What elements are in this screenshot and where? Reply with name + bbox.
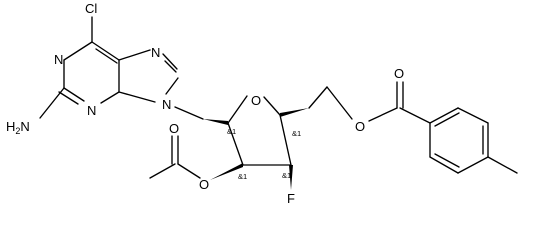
stereo-wedges bbox=[203, 108, 309, 190]
atom-o-acetate-link: O bbox=[199, 177, 209, 192]
atom-n1: N bbox=[54, 52, 63, 67]
atom-labels: Cl N N N N H2N O O O O O F bbox=[6, 1, 404, 206]
imidazole-ring bbox=[118, 49, 179, 103]
wedge-bond-c1 bbox=[203, 119, 228, 125]
wedge-bond-c2 bbox=[210, 163, 243, 180]
pyrimidine-ring bbox=[58, 41, 120, 105]
atom-cl: Cl bbox=[85, 1, 97, 16]
atom-f: F bbox=[287, 191, 295, 206]
stereo-label-c3: &1 bbox=[282, 171, 291, 180]
toluate-ester-chain bbox=[308, 81, 431, 124]
purine-substituents bbox=[39, 16, 93, 119]
atom-o-ring: O bbox=[251, 93, 261, 108]
atom-nh2: H2N bbox=[6, 119, 30, 136]
atom-n3: N bbox=[87, 103, 96, 118]
stereo-label-c2: &1 bbox=[238, 172, 247, 181]
stereo-label-c1: &1 bbox=[227, 127, 236, 136]
wedge-bond-c3 bbox=[289, 165, 293, 190]
atom-o-carbonyl-right: O bbox=[394, 66, 404, 81]
atom-o-ester-link: O bbox=[355, 119, 365, 134]
stereo-labels: &1 &1 &1 &1 bbox=[227, 127, 301, 181]
acetate-group bbox=[149, 135, 201, 179]
stereo-label-c4: &1 bbox=[292, 129, 301, 138]
atom-o-carbonyl-left: O bbox=[169, 121, 179, 136]
benzene-ring bbox=[429, 107, 518, 174]
wedge-bond-c4 bbox=[280, 108, 309, 117]
chemical-structure-diagram: Cl N N N N H2N O O O O O F &1 &1 &1 &1 bbox=[6, 1, 518, 206]
atom-n7: N bbox=[151, 45, 160, 60]
ribose-ring bbox=[174, 95, 292, 166]
atom-n9: N bbox=[162, 97, 171, 112]
